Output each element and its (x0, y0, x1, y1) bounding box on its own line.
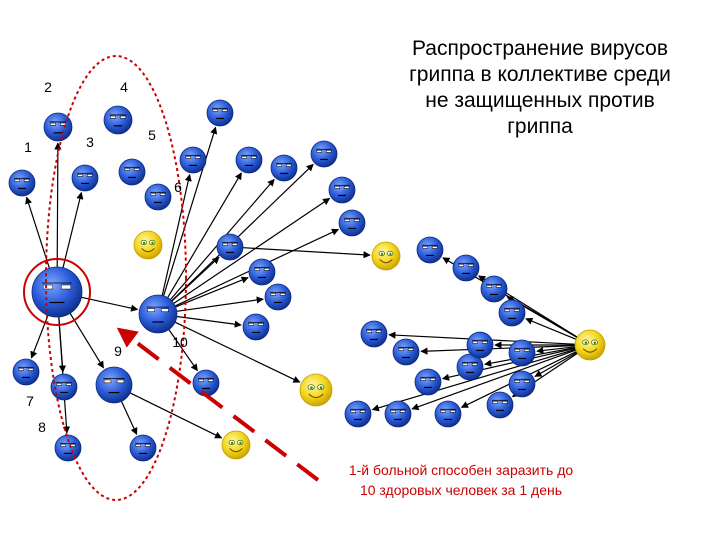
infected-person-icon (466, 331, 494, 359)
infection-arrow (81, 296, 139, 312)
infection-arrow (534, 351, 578, 378)
infected-person-icon (310, 140, 338, 168)
infected-person-icon (498, 299, 526, 327)
slide-caption: 1-й больной способен заразить до 10 здор… (296, 460, 626, 500)
infected-person-icon (480, 275, 508, 303)
infected-person-icon (328, 176, 356, 204)
infection-arrow (525, 317, 577, 340)
infection-arrow (411, 349, 577, 411)
infected-person-icon (138, 294, 178, 334)
node-label: 4 (120, 79, 128, 95)
infected-person-icon (384, 400, 412, 428)
infected-person-icon (206, 99, 234, 127)
infected-person-icon (8, 169, 36, 197)
infection-arrow (163, 126, 218, 296)
highlight-ellipse (45, 55, 187, 501)
slide-title: Распространение вирусов гриппа в коллект… (409, 37, 671, 138)
node-label: 5 (148, 127, 156, 143)
infected-person-icon (12, 358, 40, 386)
node-label: 9 (114, 343, 122, 359)
infection-arrow (242, 247, 371, 259)
caption-line-1: 1-й больной способен заразить до (348, 462, 574, 478)
infected-person-icon (54, 434, 82, 462)
infected-person-icon (416, 236, 444, 264)
infected-person-icon (216, 233, 244, 261)
node-label: 8 (38, 419, 46, 435)
infected-person-icon (144, 183, 172, 211)
infected-person-icon (192, 369, 220, 397)
infection-arrow (69, 312, 105, 369)
healthy-person-icon (574, 329, 606, 361)
infection-arrow (174, 321, 301, 383)
node-label: 3 (86, 134, 94, 150)
infected-person-icon (270, 154, 298, 182)
infection-arrow (171, 163, 314, 302)
patient-zero-ring (23, 258, 91, 326)
infected-person-icon (248, 258, 276, 286)
infected-person-icon (118, 158, 146, 186)
infected-person-icon (43, 112, 73, 142)
infection-arrow (54, 142, 62, 268)
node-label: 10 (172, 334, 188, 350)
red-pointer-arrow (116, 327, 320, 482)
infection-arrow (175, 276, 249, 308)
infected-person-icon (129, 434, 157, 462)
infected-person-icon (235, 146, 263, 174)
infected-person-icon (179, 146, 207, 174)
infection-arrow (176, 296, 264, 312)
infected-person-icon (242, 313, 270, 341)
healthy-person-icon (133, 230, 163, 260)
healthy-person-icon (221, 430, 251, 460)
healthy-person-icon (299, 373, 333, 407)
people-icons (8, 99, 606, 462)
infected-person-icon (456, 353, 484, 381)
infected-person-icon (338, 209, 366, 237)
infected-person-icon (31, 266, 83, 318)
healthy-person-icon (371, 241, 401, 271)
highlight-marks (23, 55, 320, 501)
infected-person-icon (508, 370, 536, 398)
infected-person-icon (50, 373, 78, 401)
infected-person-icon (508, 339, 536, 367)
node-labels: 2 4 1 3 5 6 9 10 78 (24, 79, 188, 435)
infection-arrow (536, 346, 576, 355)
infected-person-icon (344, 400, 372, 428)
infected-person-icon (452, 254, 480, 282)
node-label: 1 (24, 139, 32, 155)
infection-arrow (161, 173, 192, 296)
infected-person-icon (71, 164, 99, 192)
infected-person-icon (486, 391, 514, 419)
infected-person-icon (264, 283, 292, 311)
infection-arrow (129, 392, 223, 439)
infection-arrow (173, 197, 331, 304)
infected-person-icon (392, 338, 420, 366)
node-label: 7 (26, 393, 34, 409)
infection-arrow (30, 315, 49, 359)
infection-arrow (176, 315, 242, 328)
infection-arrow (120, 401, 138, 436)
infection-arrow (62, 191, 84, 268)
node-label: 6 (174, 179, 182, 195)
infected-person-icon (434, 400, 462, 428)
infection-arrow (420, 345, 576, 355)
infected-person-icon (95, 366, 133, 404)
infected-person-icon (103, 105, 133, 135)
caption-line-2: 10 здоровых человек за 1 день (359, 482, 563, 498)
infected-person-icon (360, 320, 388, 348)
infected-person-icon (414, 368, 442, 396)
node-label: 2 (44, 79, 52, 95)
infection-arrow (171, 256, 220, 302)
infection-arrow (167, 172, 242, 298)
